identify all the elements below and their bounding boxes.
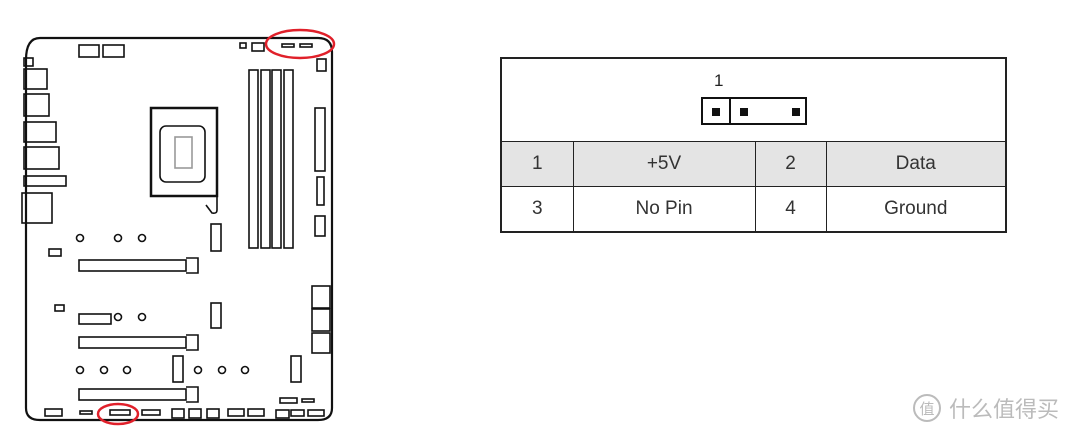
table-row: 1 +5V 2 Data (500, 141, 1007, 187)
pin-signal: Ground (825, 186, 1007, 233)
watermark-text: 什么值得买 (949, 397, 1060, 422)
watermark-logo: 值 (913, 394, 941, 422)
motherboard-diagram (21, 28, 336, 426)
watermark: 值 什么值得买 (913, 392, 1059, 424)
connector-header: 1 (500, 57, 1007, 142)
table-row: 3 No Pin 4 Ground (500, 186, 1007, 233)
highlight-circle-top (264, 28, 336, 60)
pin-signal: +5V (572, 141, 756, 187)
highlight-circle-bottom (96, 402, 140, 426)
pin-definition-table: 1 1 +5V 2 Data 3 No Pin 4 Ground (500, 57, 1007, 233)
pin-number: 2 (754, 141, 827, 187)
pin-number: 4 (754, 186, 827, 233)
pin-signal: No Pin (572, 186, 756, 233)
pin-number: 3 (500, 186, 574, 233)
pin-signal: Data (825, 141, 1007, 187)
pin1-label: 1 (714, 71, 724, 90)
connector-icon (701, 97, 807, 125)
pin-number: 1 (500, 141, 574, 187)
